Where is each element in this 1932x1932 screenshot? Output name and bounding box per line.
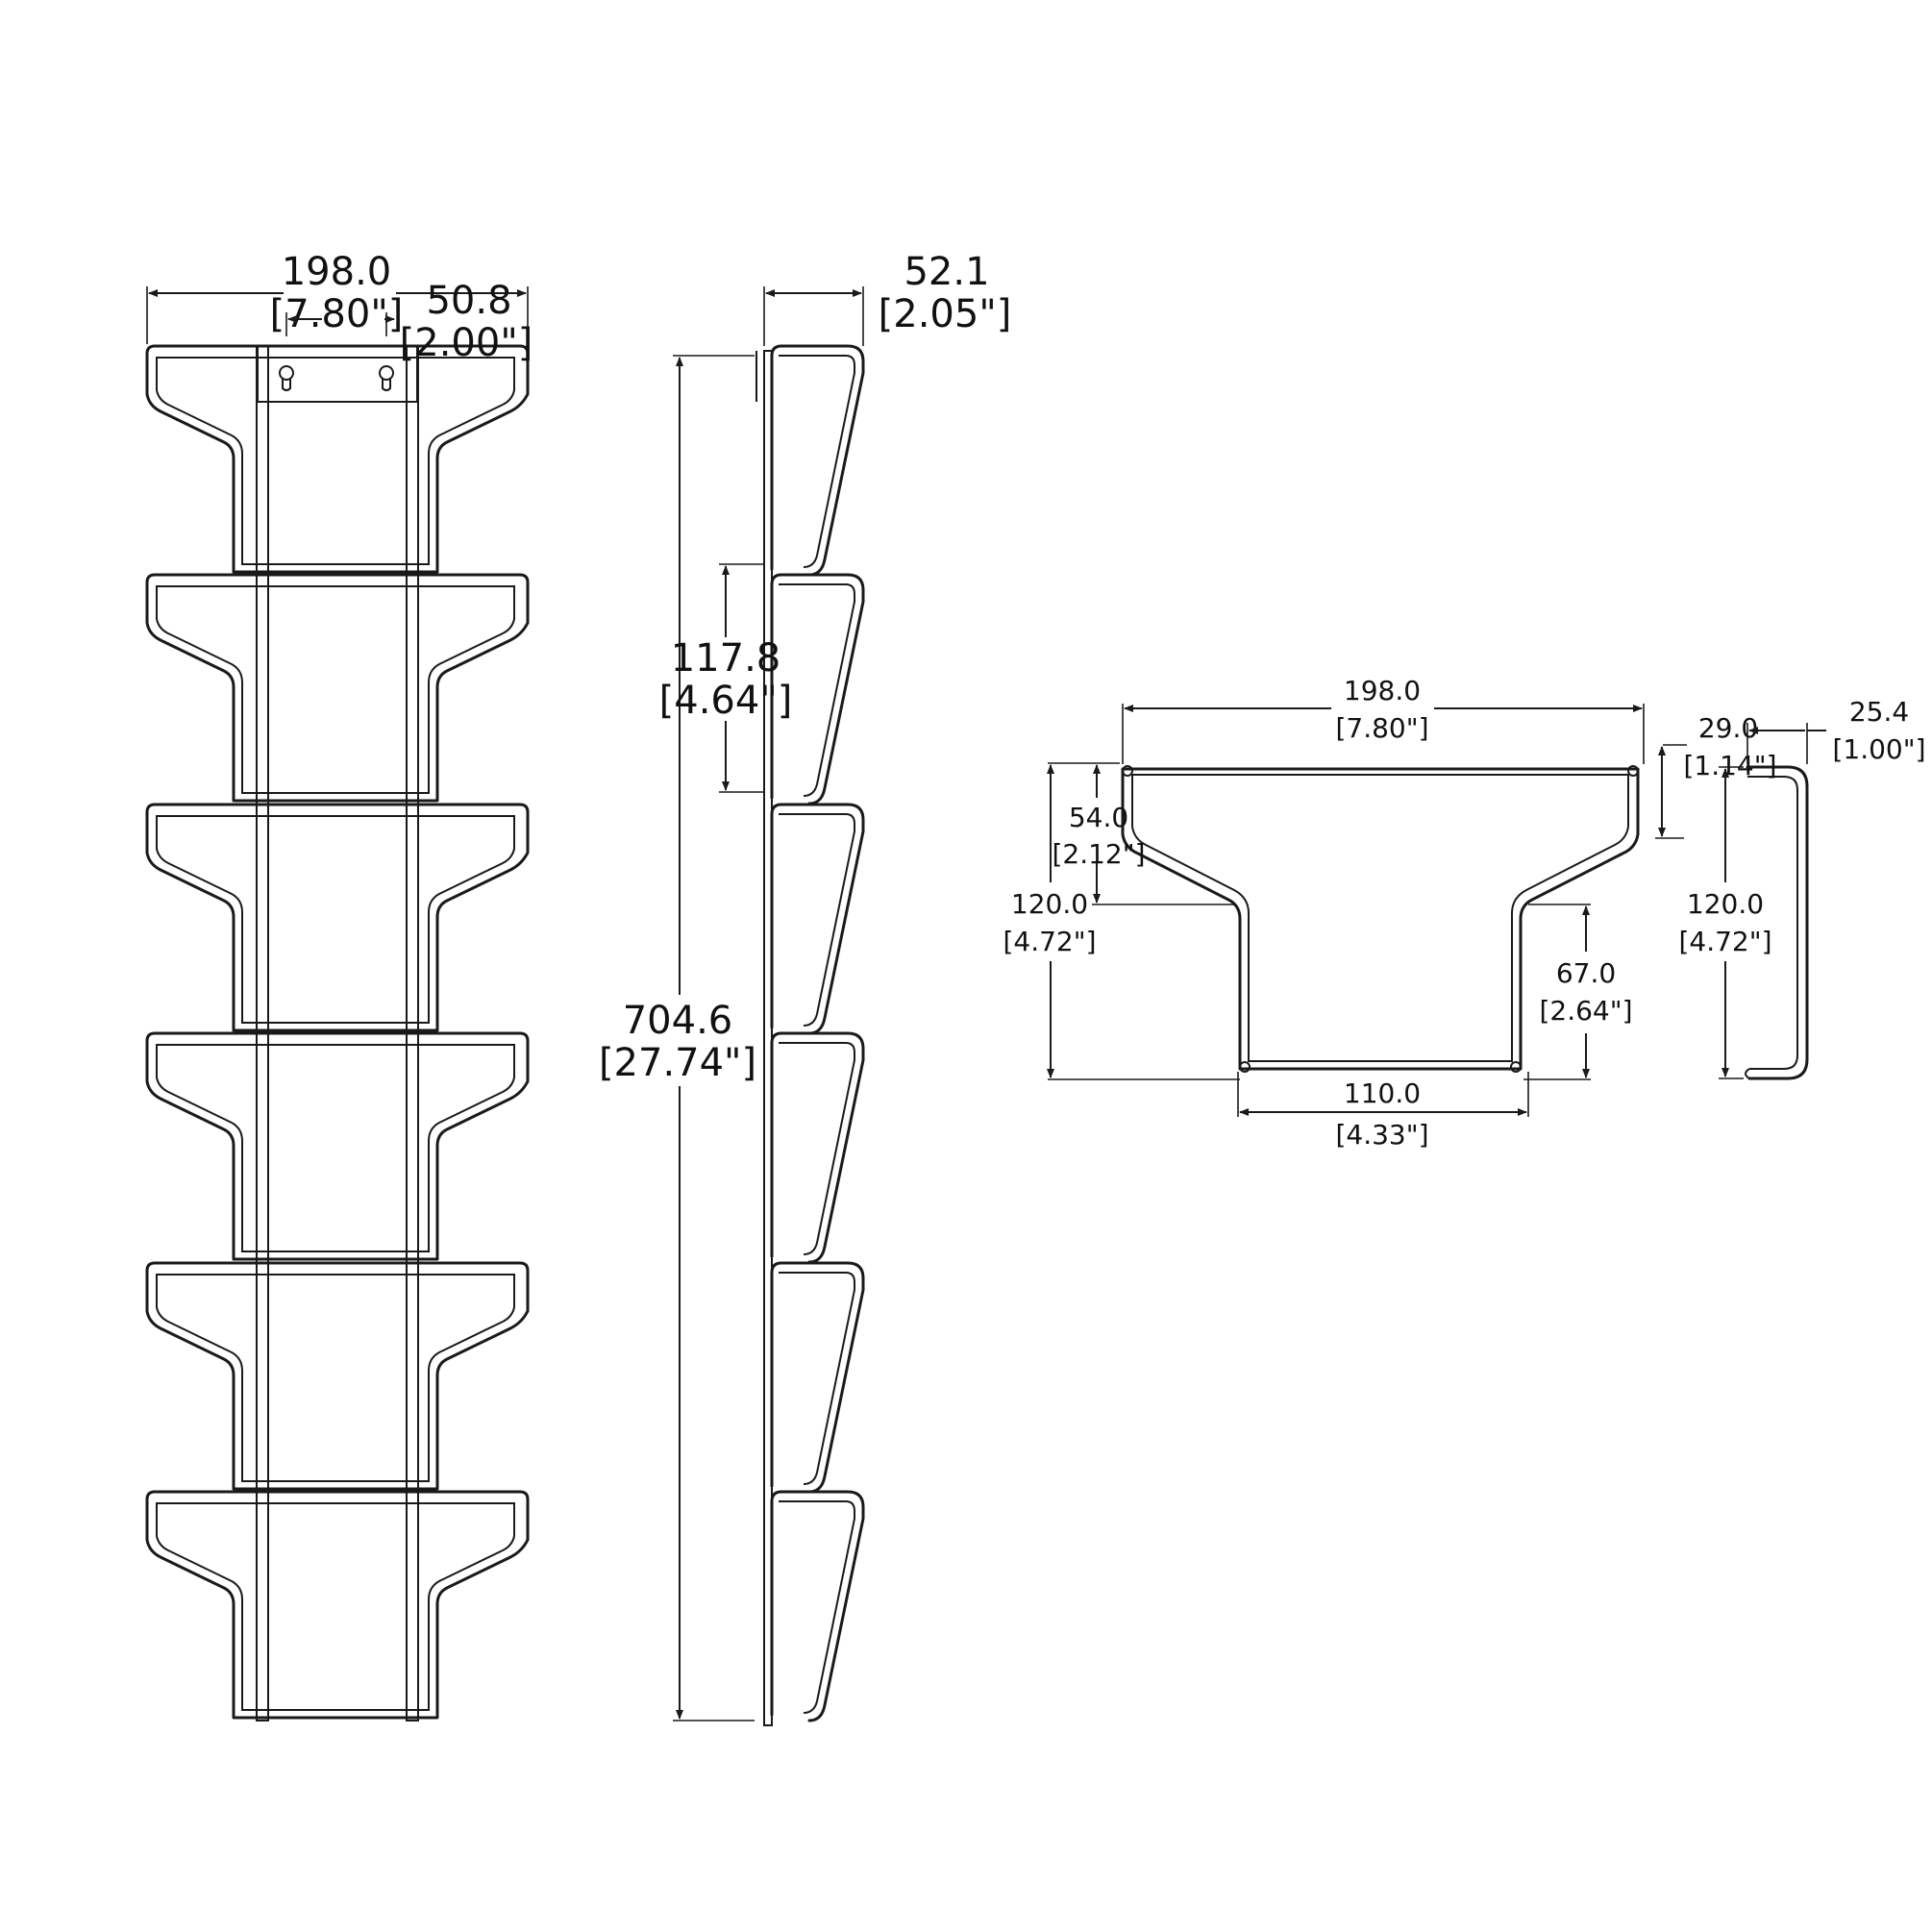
side-pocket-6 bbox=[770, 1490, 865, 1722]
pocket-side-height-in: [4.72"] bbox=[1678, 926, 1771, 957]
side-depth-mm: 52.1 bbox=[904, 250, 989, 294]
front-pocket-2 bbox=[145, 573, 530, 803]
side-pocket-1 bbox=[770, 344, 865, 577]
front-width-in: [7.80"] bbox=[270, 292, 404, 336]
pocket-total-height-mm: 120.0 bbox=[1011, 888, 1088, 920]
pocket-lower-height-in: [2.64"] bbox=[1539, 995, 1632, 1027]
side-dimensions: 52.1 [2.05"] 704.6 [27.74"] 117.8 [4.64"… bbox=[599, 250, 1011, 1721]
side-pocket-2 bbox=[770, 573, 865, 805]
pocket-side-view bbox=[1745, 765, 1809, 1080]
side-pocket-3 bbox=[770, 803, 865, 1035]
pocket-top-rise-mm: 29.0 bbox=[1698, 712, 1758, 744]
pocket-upper-height-in: [2.12"] bbox=[1052, 838, 1145, 870]
total-height-mm: 704.6 bbox=[623, 999, 733, 1043]
keyhole-right-icon bbox=[379, 365, 394, 391]
pocket-pitch-in: [4.64"] bbox=[659, 679, 793, 723]
pocket-upper-height-mm: 54.0 bbox=[1069, 802, 1128, 833]
pocket-width-in: [7.80"] bbox=[1335, 712, 1428, 744]
pocket-top-rise-in: [1.14"] bbox=[1683, 750, 1776, 781]
side-view bbox=[755, 344, 865, 1726]
front-pocket-3 bbox=[145, 803, 530, 1032]
side-pocket-4 bbox=[770, 1031, 865, 1264]
front-view bbox=[145, 344, 530, 1721]
total-height-in: [27.74"] bbox=[599, 1041, 756, 1085]
pocket-side-depth-mm: 25.4 bbox=[1849, 696, 1909, 728]
pocket-side-wire bbox=[1746, 765, 1809, 1080]
pocket-pitch-mm: 117.8 bbox=[671, 636, 781, 681]
pocket-bottom-width-in: [4.33"] bbox=[1335, 1119, 1428, 1151]
front-pocket-1 bbox=[145, 344, 530, 574]
keyhole-left-icon bbox=[279, 365, 294, 391]
front-pocket-5 bbox=[145, 1261, 530, 1491]
pocket-width-mm: 198.0 bbox=[1344, 675, 1421, 706]
pocket-total-height-in: [4.72"] bbox=[1003, 926, 1096, 957]
side-pocket-5 bbox=[770, 1261, 865, 1494]
keyhole-spacing-in: [2.00"] bbox=[400, 321, 533, 365]
pocket-front-view bbox=[1121, 765, 1640, 1073]
pocket-bottom-width-mm: 110.0 bbox=[1344, 1077, 1421, 1109]
front-pocket-6 bbox=[145, 1490, 530, 1720]
pocket-front-dimensions: 198.0 [7.80"] 120.0 [4.72"] 54.0 [2.12"]… bbox=[1003, 675, 1645, 1151]
pocket-side-depth-in: [1.00"] bbox=[1832, 733, 1925, 765]
front-width-mm: 198.0 bbox=[282, 250, 392, 294]
front-pocket-4 bbox=[145, 1031, 530, 1261]
front-pockets bbox=[145, 344, 530, 1720]
pocket-lower-height-mm: 67.0 bbox=[1556, 957, 1616, 989]
side-depth-in: [2.05"] bbox=[879, 292, 1012, 336]
keyhole-spacing-mm: 50.8 bbox=[426, 279, 511, 323]
pocket-side-dimensions: 29.0 [1.14"] 25.4 [1.00"] 120.0 [4.72"] bbox=[1655, 696, 1926, 1079]
pocket-side-height-mm: 120.0 bbox=[1687, 888, 1764, 920]
side-pockets bbox=[770, 344, 865, 1722]
front-dimensions: 198.0 [7.80"] 50.8 [2.00"] bbox=[146, 250, 533, 365]
